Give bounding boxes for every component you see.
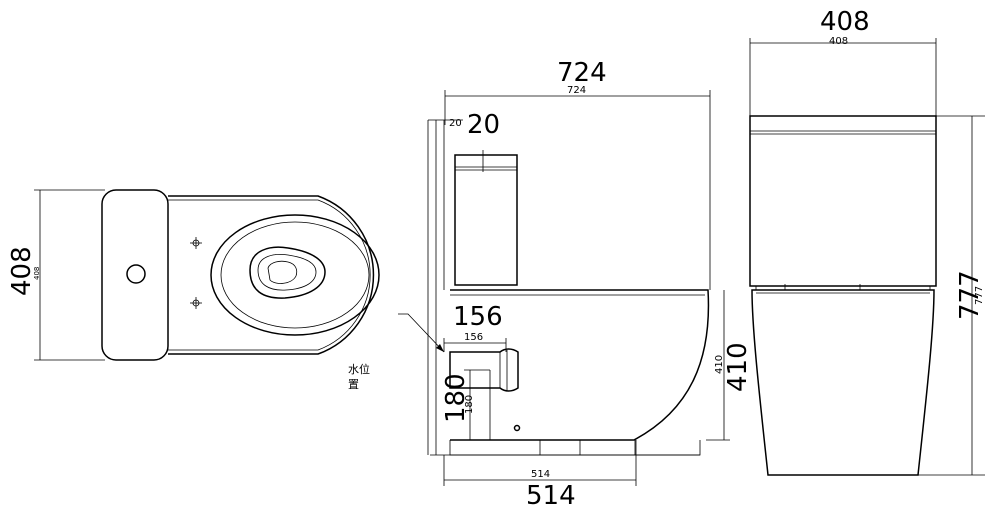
front-height-label: 777 [955, 270, 985, 320]
front-tank-outline [749, 115, 937, 287]
water-level-label-line1: 水位 [348, 362, 370, 376]
top-bowl-outline [168, 195, 375, 355]
side-gap-small-label: 20 [449, 118, 462, 129]
side-center-label: 180 [441, 373, 471, 423]
front-view: 408 408 777 777 [749, 7, 985, 476]
front-bowl-outline [751, 289, 935, 476]
side-base-label: 514 [526, 481, 576, 511]
side-tank-outline [454, 154, 518, 286]
side-height-label: 410 [723, 342, 753, 392]
side-length-label: 724 [557, 58, 607, 88]
side-gap-label: 20 [467, 110, 500, 140]
side-view: 724 724 20 20 156 156 [348, 58, 753, 511]
side-height-small-label: 410 [714, 355, 725, 374]
front-width-small-label: 408 [829, 36, 848, 47]
hinge-mark-icon [190, 237, 202, 249]
side-outlet-label: 156 [453, 302, 503, 332]
side-outlet-outline [449, 348, 519, 392]
flush-button-icon [126, 264, 146, 284]
side-outlet-small-label: 156 [464, 332, 483, 343]
side-length-small-label: 724 [567, 85, 586, 96]
top-width-small-label: 408 [33, 267, 41, 280]
side-bowl-outline [450, 289, 710, 441]
top-view: 408 408 [7, 189, 380, 361]
front-height-small-label: 777 [974, 286, 985, 305]
front-width-label: 408 [820, 7, 870, 37]
side-base-small-label: 514 [531, 469, 550, 480]
top-seat-outline [210, 214, 380, 336]
hinge-mark-icon [190, 297, 202, 309]
water-level-label-line2: 置 [348, 378, 359, 391]
side-center-small-label: 180 [464, 395, 475, 414]
top-tank-outline [101, 189, 169, 361]
top-drain-outline [249, 246, 326, 299]
top-width-label: 408 [7, 246, 37, 296]
